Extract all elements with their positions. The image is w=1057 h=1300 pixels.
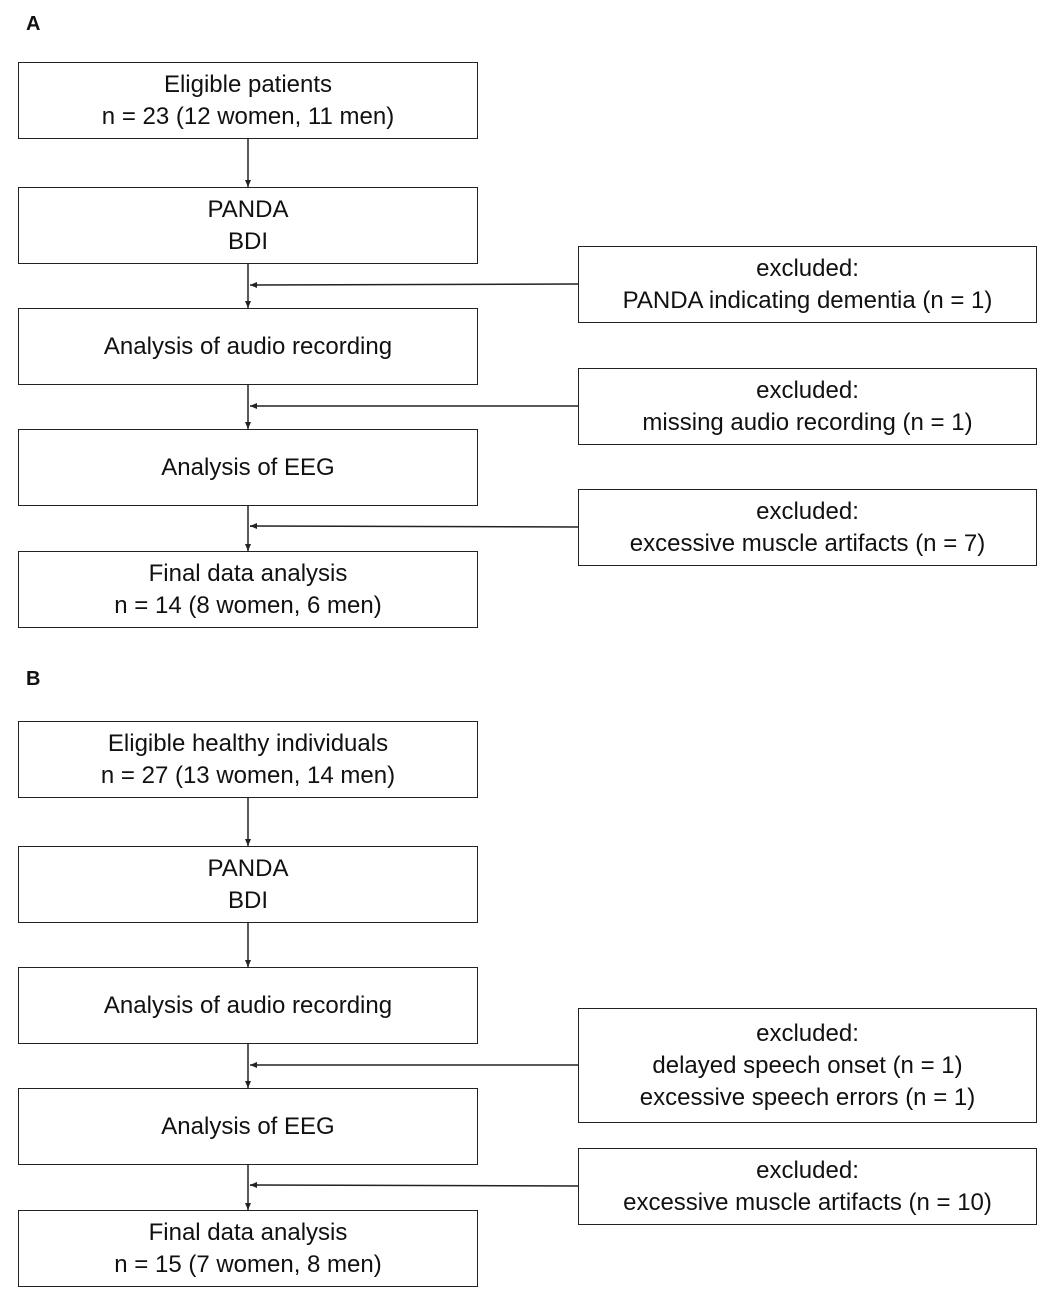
arrow-a-excluded-1 [249, 281, 579, 288]
panel-b-excluded-2-reason: excessive muscle artifacts (n = 10) [623, 1188, 992, 1216]
panel-a-final-box: Final data analysis n = 14 (8 women, 6 m… [18, 551, 478, 628]
panel-a-excluded-box-3: excluded: excessive muscle artifacts (n … [578, 489, 1037, 566]
panel-a-eligible-box: Eligible patients n = 23 (12 women, 11 m… [18, 62, 478, 139]
panel-a-screening-line2: BDI [227, 227, 268, 255]
panel-b-screening-line1: PANDA [207, 854, 289, 882]
panel-a-final-count: n = 14 (8 women, 6 men) [114, 591, 382, 619]
panel-b-eligible-count: n = 27 (13 women, 14 men) [100, 761, 396, 789]
panel-a-eligible-count: n = 23 (12 women, 11 men) [101, 102, 395, 130]
panel-a-screening-box: PANDA BDI [18, 187, 478, 264]
panel-b-excluded-1-reason-2: excessive speech errors (n = 1) [639, 1083, 976, 1111]
panel-a-excluded-2-heading: excluded: [756, 376, 859, 404]
panel-a-excluded-3-reason: excessive muscle artifacts (n = 7) [629, 529, 986, 557]
panel-b-excluded-box-2: excluded: excessive muscle artifacts (n … [578, 1148, 1037, 1225]
panel-b-final-count: n = 15 (7 women, 8 men) [114, 1250, 382, 1278]
panel-a-excluded-1-reason: PANDA indicating dementia (n = 1) [622, 286, 993, 314]
panel-a-excluded-2-reason: missing audio recording (n = 1) [642, 408, 973, 436]
arrow-b-excluded-2 [249, 1182, 579, 1189]
panel-b-excluded-1-reason-1: delayed speech onset (n = 1) [652, 1051, 963, 1079]
panel-a-audio-label: Analysis of audio recording [103, 332, 393, 360]
panel-a-audio-box: Analysis of audio recording [18, 308, 478, 385]
panel-b-audio-box: Analysis of audio recording [18, 967, 478, 1044]
panel-b-eeg-label: Analysis of EEG [161, 1112, 335, 1140]
arrow-a-excluded-3 [249, 523, 579, 530]
panel-a-eeg-label: Analysis of EEG [161, 453, 335, 481]
panel-b-excluded-2-heading: excluded: [756, 1156, 859, 1184]
panel-b-eligible-box: Eligible healthy individuals n = 27 (13 … [18, 721, 478, 798]
panel-b-audio-label: Analysis of audio recording [103, 991, 393, 1019]
panel-b-screening-line2: BDI [227, 886, 268, 914]
panel-b-final-title: Final data analysis [148, 1218, 348, 1246]
panel-b-eeg-box: Analysis of EEG [18, 1088, 478, 1165]
panel-a-excluded-1-heading: excluded: [756, 254, 859, 282]
panel-a-excluded-box-2: excluded: missing audio recording (n = 1… [578, 368, 1037, 445]
panel-a-label: A [26, 13, 41, 35]
panel-a-eeg-box: Analysis of EEG [18, 429, 478, 506]
panel-a-excluded-3-heading: excluded: [756, 497, 859, 525]
panel-b-final-box: Final data analysis n = 15 (7 women, 8 m… [18, 1210, 478, 1287]
panel-b-label: B [26, 668, 41, 690]
panel-b-excluded-1-heading: excluded: [756, 1019, 859, 1047]
panel-b-excluded-box-1: excluded: delayed speech onset (n = 1) e… [578, 1008, 1037, 1123]
panel-b-eligible-title: Eligible healthy individuals [107, 729, 389, 757]
panel-a-final-title: Final data analysis [148, 559, 348, 587]
panel-a-excluded-box-1: excluded: PANDA indicating dementia (n =… [578, 246, 1037, 323]
panel-a-screening-line1: PANDA [207, 195, 289, 223]
panel-a-eligible-title: Eligible patients [163, 70, 333, 98]
panel-b-screening-box: PANDA BDI [18, 846, 478, 923]
